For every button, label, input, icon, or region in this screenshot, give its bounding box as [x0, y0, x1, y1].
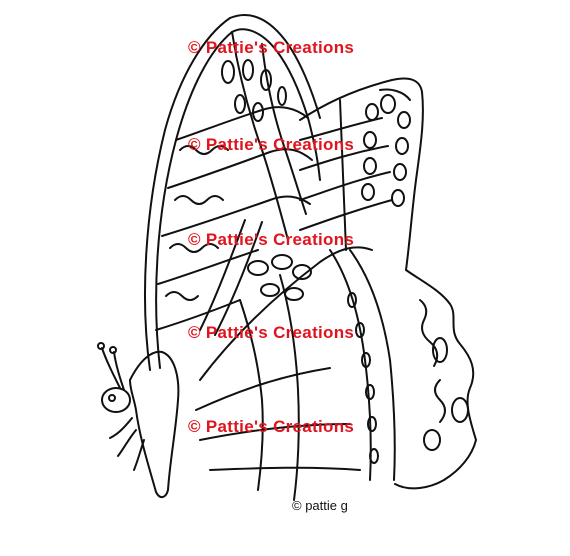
- hindwing: [299, 77, 477, 490]
- lower-wing-section: [195, 246, 373, 501]
- artist-signature: © pattie g: [292, 498, 348, 513]
- forewing: [144, 14, 321, 371]
- butterfly-body: [97, 342, 180, 498]
